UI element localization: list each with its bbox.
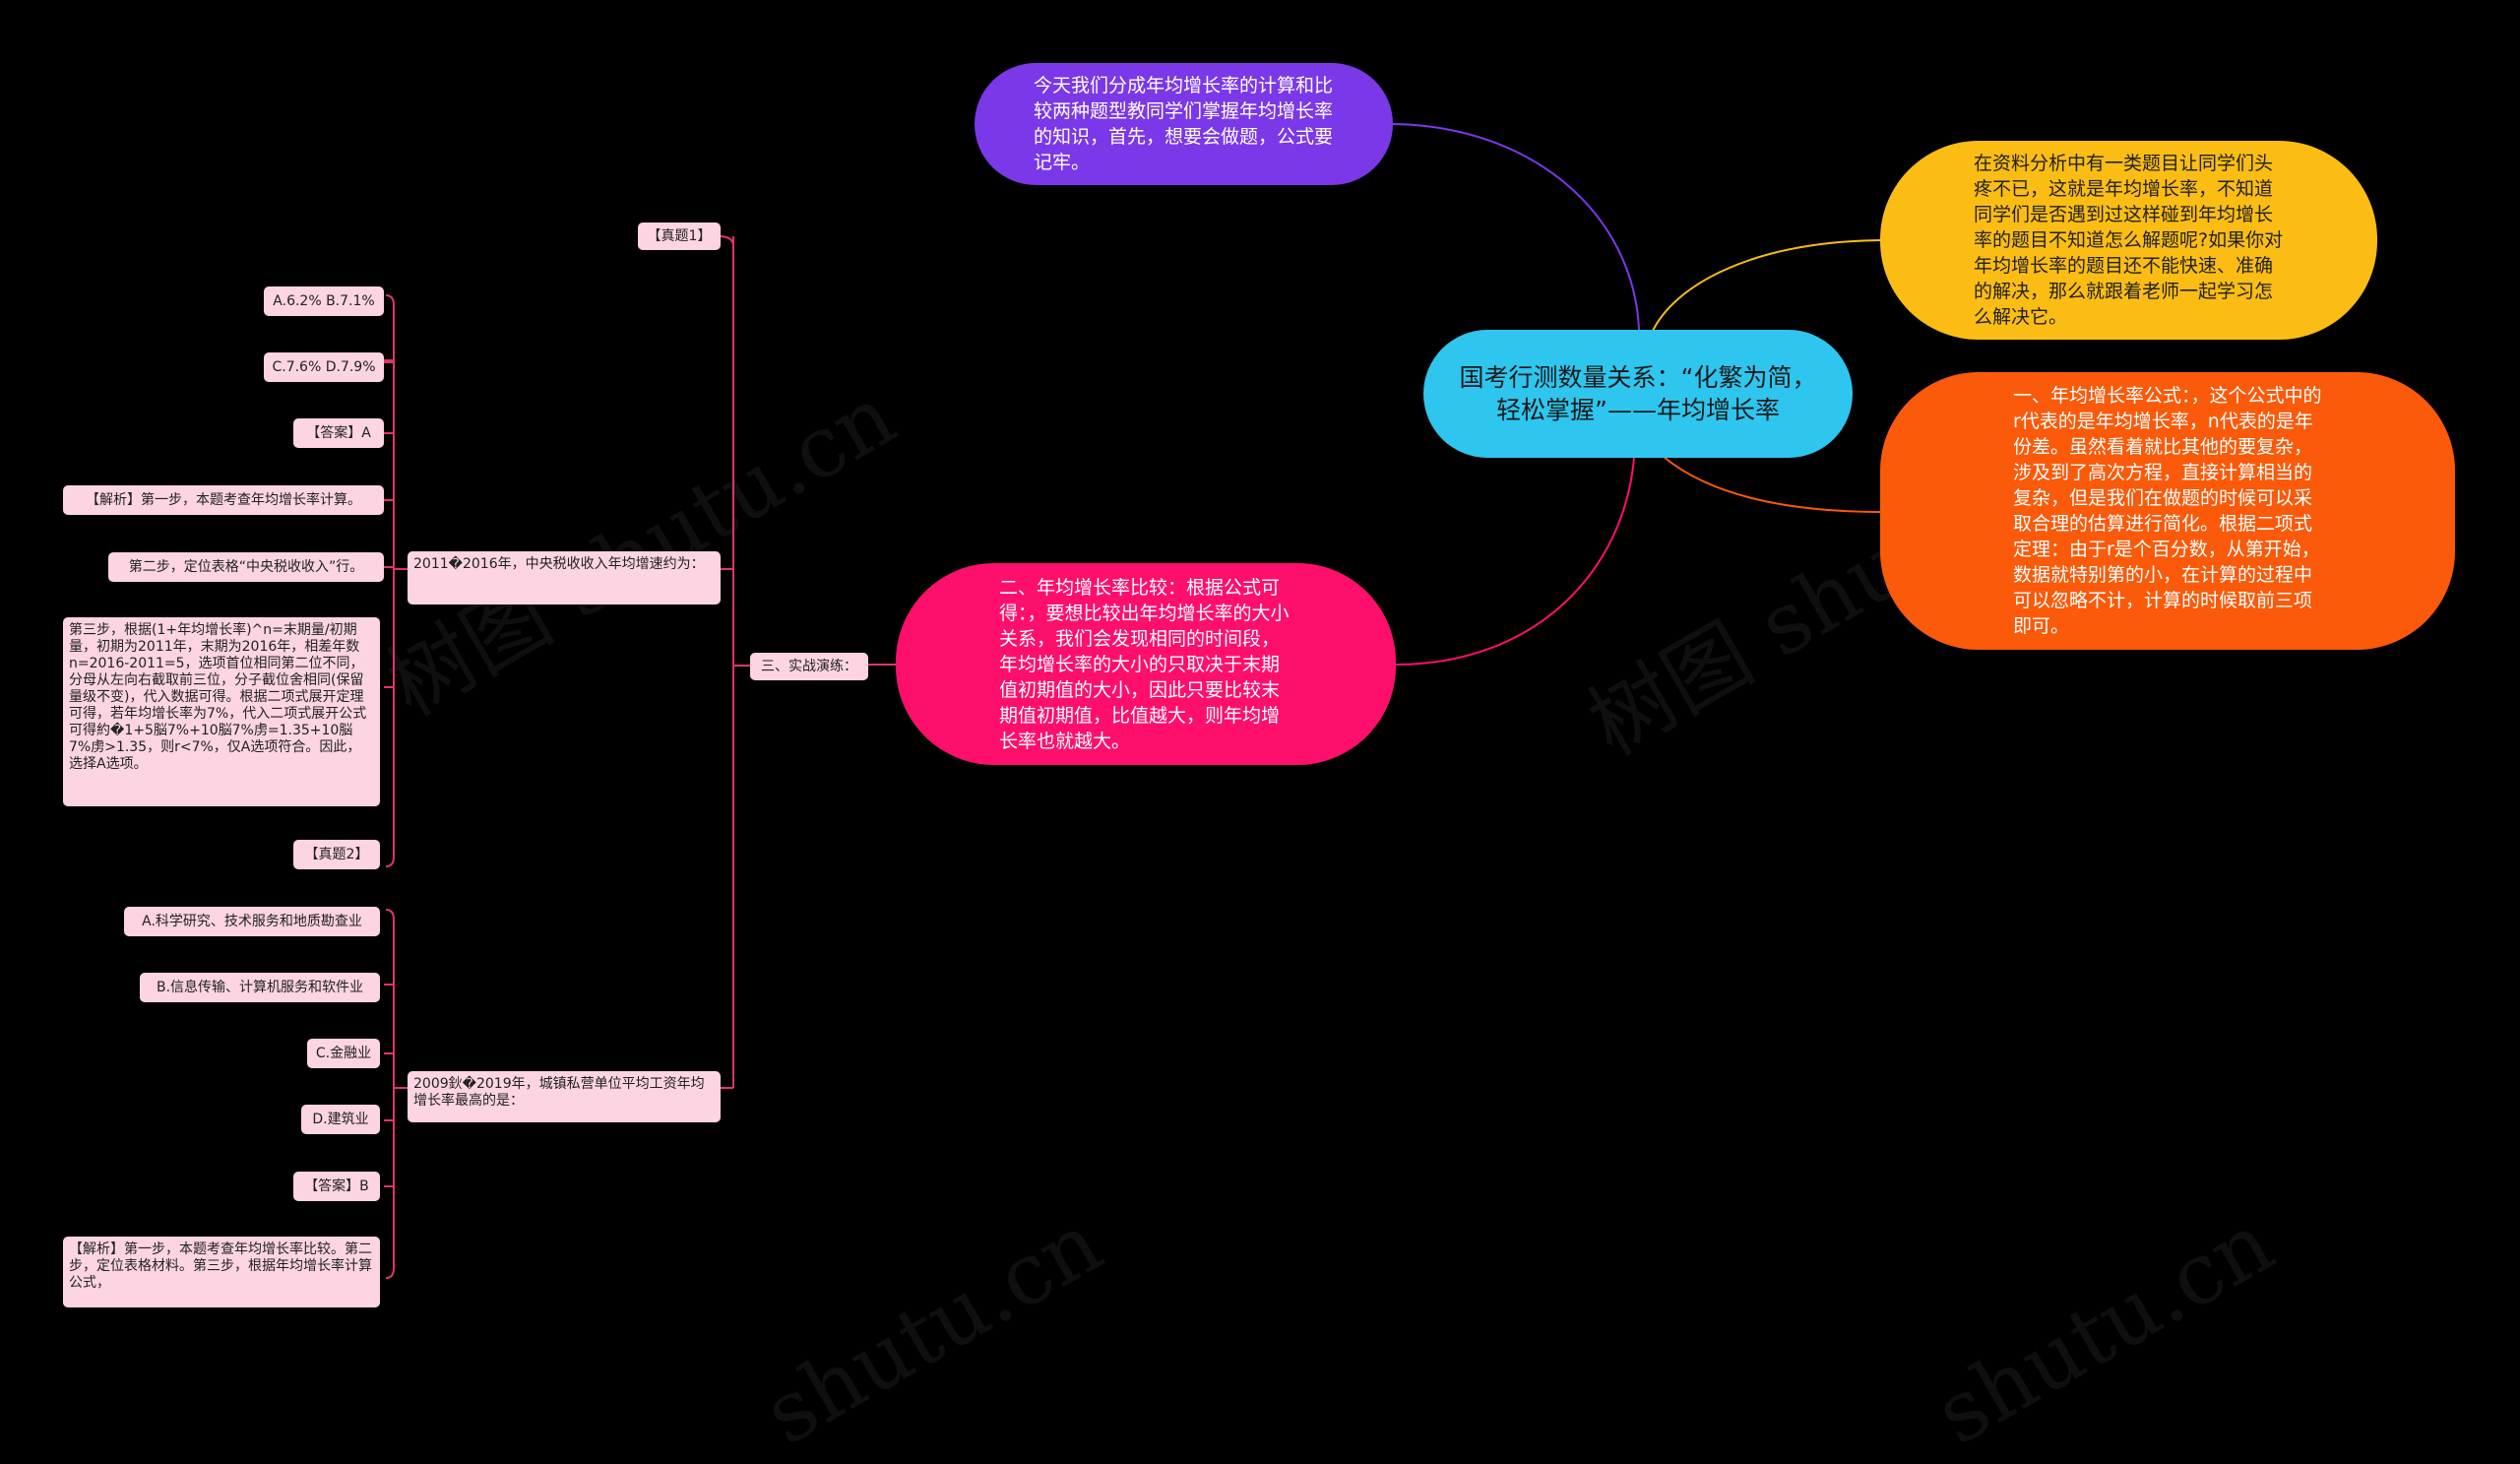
central-topic[interactable]: 国考行测数量关系：“化繁为简，轻松掌握”——年均增长率 <box>1423 330 1853 458</box>
question-2-option-b[interactable]: B.信息传输、计算机服务和软件业 <box>140 973 380 1002</box>
practice-label[interactable]: 三、实战演练： <box>750 653 868 680</box>
question-1-analysis-step2[interactable]: 第二步，定位表格“中央税收收入”行。 <box>108 552 384 582</box>
question-2-analysis[interactable]: 【解析】第一步，本题考查年均增长率比较。第二步，定位表格材料。第三步，根据年均增… <box>63 1237 380 1307</box>
question-2-option-c[interactable]: C.金融业 <box>307 1039 380 1068</box>
question-2-tag[interactable]: 【真题2】 <box>293 840 380 869</box>
connector-lines <box>384 123 1883 1279</box>
question-2-answer[interactable]: 【答案】B <box>293 1172 380 1201</box>
question-1-analysis-step3[interactable]: 第三步，根据(1+年均增长率)^n=末期量/初期量，初期为2011年，末期为20… <box>63 617 380 806</box>
question-2-option-d[interactable]: D.建筑业 <box>301 1105 380 1134</box>
question-1-options-cd[interactable]: C.7.6% D.7.9% <box>264 352 384 382</box>
formula-bubble[interactable]: 一、年均增长率公式：，这个公式中的r代表的是年均增长率，n代表的是年份差。虽然看… <box>1880 372 2455 650</box>
question-1-analysis-step1[interactable]: 【解析】第一步，本题考查年均增长率计算。 <box>63 485 384 515</box>
question-2-option-a[interactable]: A.科学研究、技术服务和地质勘查业 <box>124 907 380 936</box>
comparison-bubble[interactable]: 二、年均增长率比较：根据公式可得：，要想比较出年均增长率的大小关系，我们会发现相… <box>896 563 1396 765</box>
background-bubble[interactable]: 在资料分析中有一类题目让同学们头疼不已，这就是年均增长率，不知道同学们是否遇到过… <box>1880 141 2377 340</box>
question-2-stem[interactable]: 2009鈥�2019年，城镇私营单位平均工资年均增长率最高的是： <box>408 1071 721 1122</box>
question-1-options-ab[interactable]: A.6.2% B.7.1% <box>264 286 384 316</box>
question-1-stem[interactable]: 2011�2016年，中央税收收入年均增速约为： <box>408 551 721 605</box>
intro-bubble[interactable]: 今天我们分成年均增长率的计算和比较两种题型教同学们掌握年均增长率的知识，首先，想… <box>975 63 1393 185</box>
question-1-answer[interactable]: 【答案】A <box>293 418 384 448</box>
question-1-tag[interactable]: 【真题1】 <box>638 223 721 250</box>
